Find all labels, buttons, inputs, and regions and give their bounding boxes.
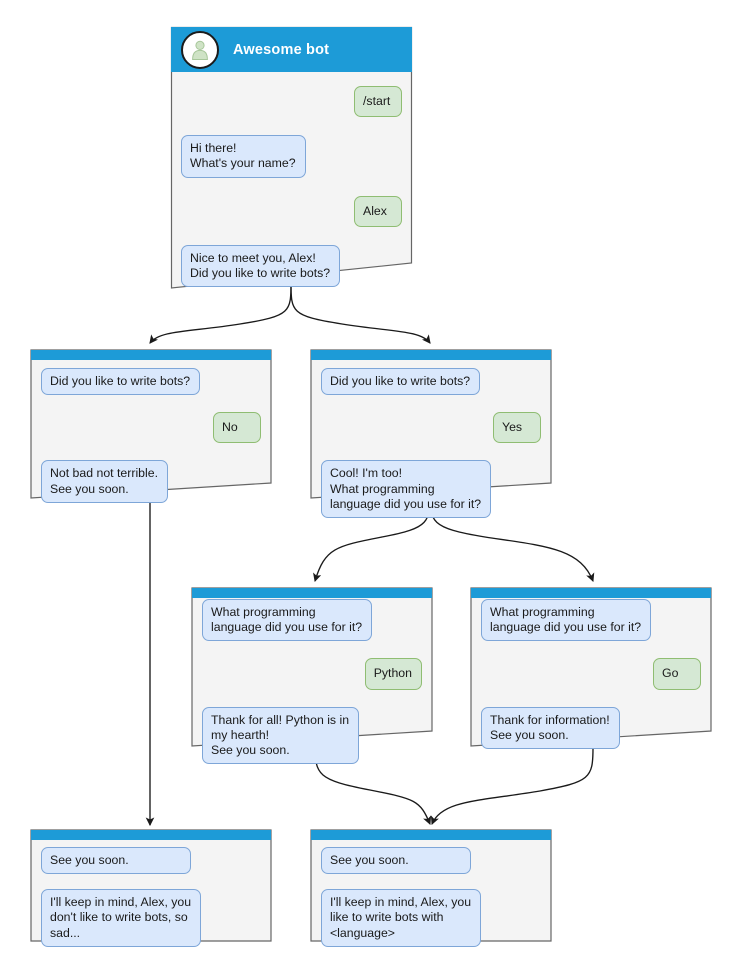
node-start[interactable]: Awesome bot /start Hi there! What's your… (170, 26, 413, 290)
message-bubble-bot[interactable]: Did you like to write bots? (321, 368, 481, 396)
message-bubble-bot[interactable]: Thank for information! See you soon. (481, 706, 620, 750)
message-bubble-bot[interactable]: Nice to meet you, Alex! Did you like to … (181, 244, 341, 288)
node-end-sad-header (31, 830, 271, 840)
message-bubble-user[interactable]: /start (354, 86, 402, 118)
node-start-messages: /start Hi there! What's your name? Alex … (171, 78, 412, 288)
node-language-python-header (192, 588, 432, 598)
node-language-python-messages: What programming language did you use fo… (192, 596, 432, 765)
message-bubble-bot[interactable]: Hi there! What's your name? (181, 135, 306, 178)
message-bubble-user[interactable]: Go (653, 658, 701, 690)
node-answer-yes-messages: Did you like to write bots? Yes Cool! I'… (311, 361, 551, 519)
node-answer-yes[interactable]: Did you like to write bots? Yes Cool! I'… (310, 349, 552, 519)
node-answer-no[interactable]: Did you like to write bots? No Not bad n… (30, 349, 272, 503)
message-bubble-bot[interactable]: I'll keep in mind, Alex, you don't like … (41, 889, 202, 947)
node-end-sad-messages: See you soon. I'll keep in mind, Alex, y… (31, 841, 271, 947)
message-bubble-bot[interactable]: Not bad not terrible. See you soon. (41, 460, 169, 503)
person-avatar-icon (181, 30, 219, 69)
message-bubble-bot[interactable]: Did you like to write bots? (41, 368, 201, 396)
node-end-sad[interactable]: See you soon. I'll keep in mind, Alex, y… (30, 829, 272, 947)
message-bubble-bot[interactable]: What programming language did you use fo… (481, 599, 652, 642)
edge-start-to-no (149, 281, 292, 344)
node-start-header: Awesome bot (171, 27, 412, 72)
bot-title: Awesome bot (233, 41, 330, 58)
node-end-happy-messages: See you soon. I'll keep in mind, Alex, y… (311, 841, 551, 947)
message-bubble-bot[interactable]: See you soon. (41, 847, 191, 875)
message-bubble-bot[interactable]: What programming language did you use fo… (202, 599, 373, 642)
node-end-happy[interactable]: See you soon. I'll keep in mind, Alex, y… (310, 829, 552, 947)
node-end-happy-header (311, 830, 551, 840)
node-language-python[interactable]: What programming language did you use fo… (191, 587, 433, 765)
node-language-go-header (471, 588, 711, 598)
edge-start-to-yes (290, 281, 431, 344)
message-bubble-user[interactable]: No (213, 412, 261, 444)
node-language-go[interactable]: What programming language did you use fo… (470, 587, 712, 750)
message-bubble-user[interactable]: Yes (493, 412, 541, 444)
message-bubble-user[interactable]: Alex (354, 195, 402, 227)
node-answer-no-messages: Did you like to write bots? No Not bad n… (31, 361, 271, 503)
node-answer-no-header (31, 350, 271, 360)
message-bubble-bot[interactable]: I'll keep in mind, Alex, you like to wri… (321, 889, 482, 947)
node-language-go-messages: What programming language did you use fo… (471, 596, 711, 750)
node-answer-yes-header (311, 350, 551, 360)
message-bubble-user[interactable]: Python (364, 658, 422, 690)
message-bubble-bot[interactable]: See you soon. (321, 847, 471, 875)
edge-go-to-end-happy (430, 747, 594, 825)
message-bubble-bot[interactable]: Cool! I'm too! What programming language… (321, 460, 492, 519)
message-bubble-bot[interactable]: Thank for all! Python is in my hearth! S… (202, 706, 360, 765)
